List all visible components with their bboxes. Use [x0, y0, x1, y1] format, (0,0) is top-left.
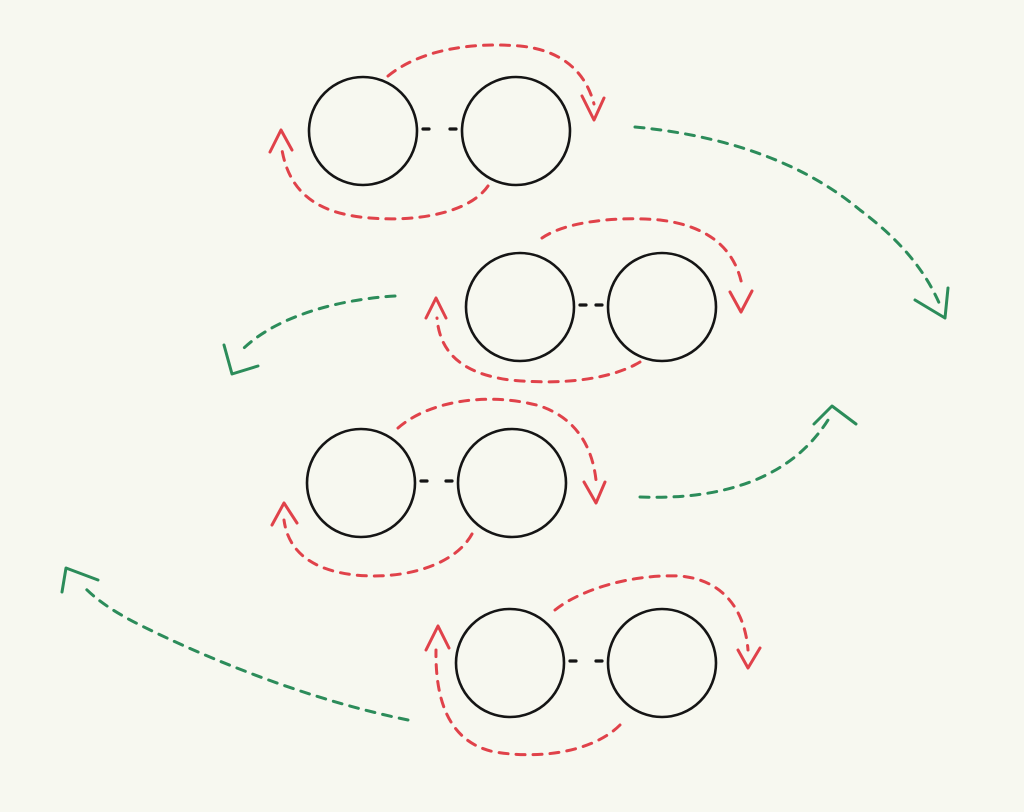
red-rotation-arrow-bottom — [280, 148, 490, 221]
left-circle — [464, 251, 576, 363]
red-rotation-arrow-top — [553, 574, 750, 652]
left-circle — [454, 607, 566, 719]
green-arrowhead — [812, 404, 858, 426]
green-arrowhead — [60, 566, 100, 594]
green-translation-arrow — [83, 586, 410, 722]
molecule-row-2 — [222, 217, 754, 384]
red-arrowhead-bottom — [424, 296, 448, 320]
right-circle — [460, 75, 572, 187]
green-translation-arrow — [633, 125, 942, 307]
red-arrowhead-bottom — [270, 501, 299, 527]
green-translation-arrow — [238, 294, 397, 354]
red-arrowhead-top — [736, 646, 762, 670]
right-circle — [606, 251, 718, 363]
red-rotation-arrow-top — [386, 43, 596, 106]
red-arrowhead-top — [582, 480, 607, 505]
red-rotation-arrow-top — [540, 217, 744, 287]
red-rotation-arrow-bottom — [434, 648, 622, 757]
red-arrowhead-top — [728, 289, 754, 314]
red-arrowhead-bottom — [424, 624, 451, 652]
molecule-row-4 — [60, 566, 762, 757]
left-circle — [307, 75, 419, 187]
molecule-row-1 — [268, 43, 950, 320]
left-circle — [305, 427, 417, 539]
red-rotation-arrow-top — [396, 397, 598, 482]
green-arrowhead — [222, 343, 260, 376]
red-rotation-arrow-bottom — [435, 316, 642, 384]
green-arrowhead — [913, 286, 950, 320]
green-translation-arrow — [638, 418, 830, 499]
red-arrowhead-top — [580, 94, 606, 122]
right-circle — [606, 607, 718, 719]
right-circle — [456, 427, 568, 539]
molecule-row-3 — [270, 397, 858, 578]
red-rotation-arrow-bottom — [282, 518, 474, 578]
red-arrowhead-bottom — [268, 128, 294, 154]
